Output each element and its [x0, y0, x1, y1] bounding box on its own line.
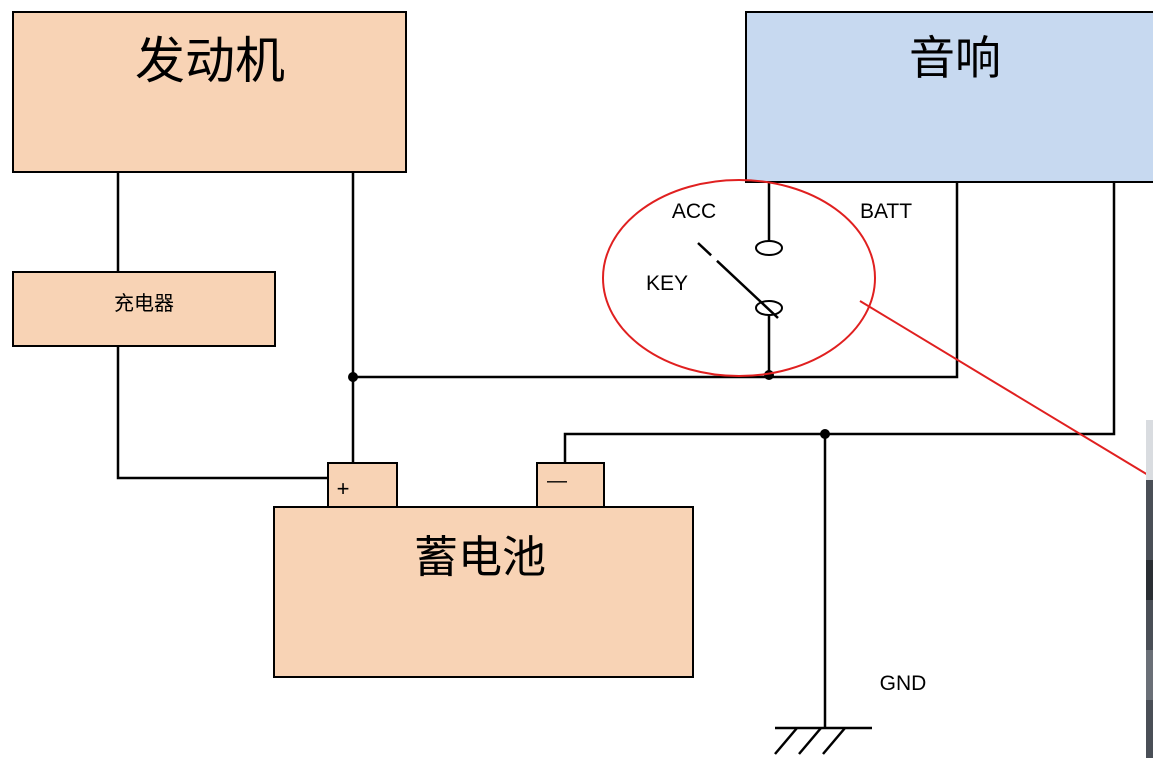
wire-battery-negative — [563, 182, 1116, 463]
audio-box — [745, 11, 1153, 183]
battery-positive-label: + — [337, 476, 350, 501]
switch-highlight-circle — [602, 179, 876, 377]
battery-box — [273, 506, 694, 678]
gnd-label: GND — [880, 672, 927, 695]
switch-lever — [697, 242, 779, 319]
junction-dot — [820, 429, 830, 439]
wire-charger-battery — [116, 346, 328, 480]
audio-label: 音响 — [909, 31, 1001, 85]
wires — [116, 172, 1116, 728]
wire-bus-batt — [353, 182, 959, 379]
charger-label: 充电器 — [114, 291, 174, 315]
engine-box — [12, 11, 407, 173]
switch-upper-contact — [755, 240, 783, 256]
battery-negative-terminal — [536, 462, 605, 508]
batt-label: BATT — [860, 200, 912, 223]
acc-label: ACC — [672, 200, 716, 223]
battery-label: 蓄电池 — [414, 532, 546, 583]
key-switch — [697, 240, 783, 319]
junction-dot — [348, 372, 358, 382]
engine-label: 发动机 — [135, 32, 285, 90]
callout-line — [859, 300, 1153, 479]
battery-positive-terminal — [327, 462, 398, 508]
cropped-photo — [1146, 420, 1153, 758]
battery-negative-label: — — [547, 470, 567, 492]
ground-symbol — [774, 726, 872, 755]
key-label: KEY — [646, 272, 688, 295]
charger-box — [12, 271, 276, 347]
